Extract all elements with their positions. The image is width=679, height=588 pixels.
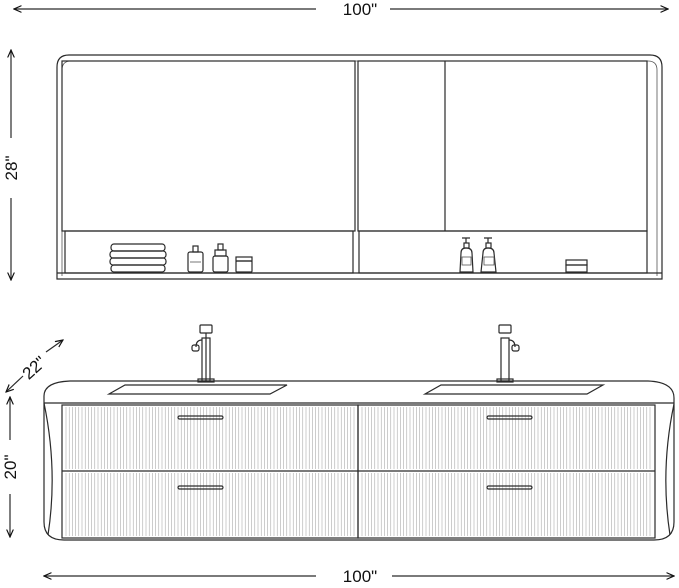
open-shelf-left bbox=[64, 230, 354, 274]
basin-left bbox=[106, 384, 288, 395]
drawer-handle-bottom-left[interactable] bbox=[177, 485, 224, 490]
mirror-door-left bbox=[61, 60, 356, 232]
cabinet-width-dimension: 100" bbox=[14, 0, 668, 19]
vanity-width-label: 100" bbox=[343, 567, 377, 586]
faucet-left bbox=[191, 324, 215, 383]
faucet-right bbox=[496, 324, 520, 383]
basin-right bbox=[422, 384, 606, 395]
drawer-handle-top-left[interactable] bbox=[177, 415, 224, 420]
vanity-width-dimension: 100" bbox=[44, 567, 674, 586]
mirror-door-right bbox=[357, 60, 648, 232]
drawer-top-right[interactable] bbox=[358, 405, 655, 471]
folded-towels bbox=[109, 243, 167, 273]
drawer-fluting bbox=[65, 407, 651, 536]
soap-dish bbox=[565, 259, 588, 273]
drawer-handle-bottom-right[interactable] bbox=[486, 485, 533, 490]
drawer-handle-top-right[interactable] bbox=[486, 415, 533, 420]
drawer-bottom-right[interactable] bbox=[358, 471, 655, 538]
small-bottle-b bbox=[212, 243, 229, 273]
open-shelf-right bbox=[358, 230, 648, 274]
vanity-body bbox=[43, 402, 675, 541]
vanity-height-label: 20" bbox=[1, 455, 20, 480]
cabinet-width-label: 100" bbox=[343, 0, 377, 19]
small-jar bbox=[235, 256, 253, 273]
vanity-height-dimension: 20" bbox=[1, 397, 20, 537]
small-bottle-a bbox=[187, 245, 204, 273]
mirror-cabinet bbox=[56, 54, 663, 280]
pump-bottle-a bbox=[459, 237, 474, 273]
vanity-countertop bbox=[43, 380, 675, 404]
cabinet-height-dimension: 28" bbox=[2, 50, 21, 280]
pump-bottle-b bbox=[480, 237, 497, 273]
vanity-depth-label: 22" bbox=[19, 353, 50, 384]
vanity-depth-dimension: 22" bbox=[6, 340, 63, 392]
cabinet-height-label: 28" bbox=[2, 156, 21, 181]
